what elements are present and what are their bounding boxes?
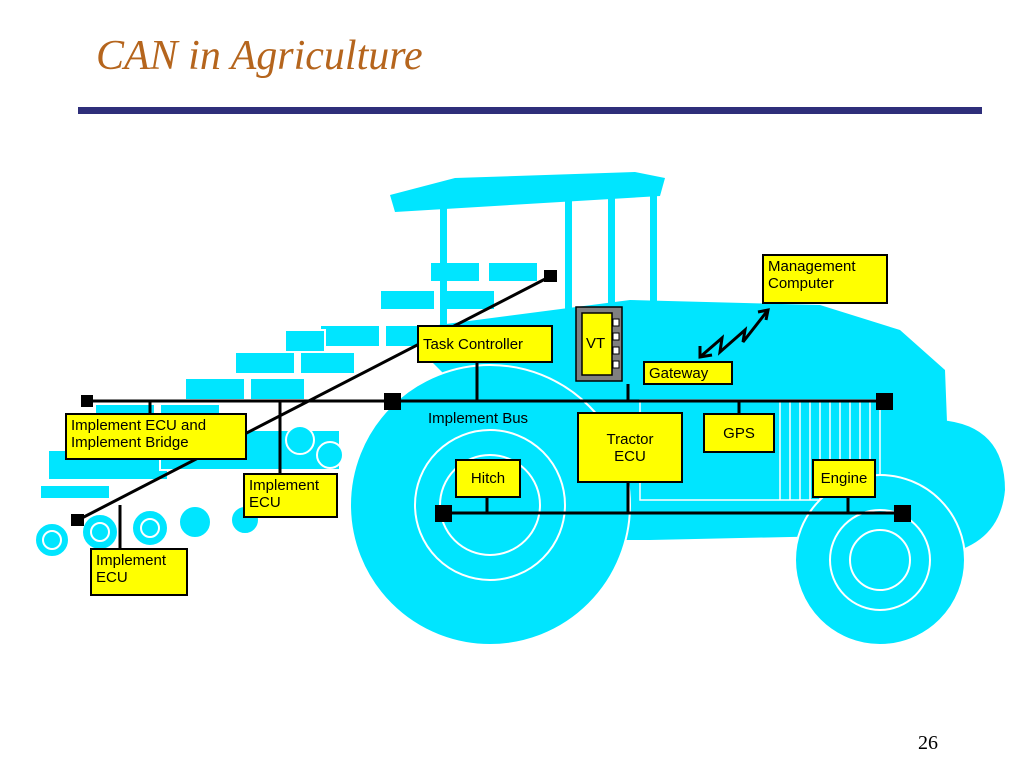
- vt-label: VT: [586, 335, 606, 352]
- node-engine: Engine: [812, 459, 876, 498]
- node-tractor-ecu: Tractor ECU: [577, 412, 683, 483]
- node-implement-ecu-and-bridge-line2: Implement Bridge: [71, 434, 189, 451]
- implement-bus-label: Implement Bus: [428, 410, 529, 427]
- front-wheel: [794, 474, 966, 646]
- node-implement-ecu-2-line1: Implement: [96, 552, 167, 569]
- node-hitch: Hitch: [455, 459, 521, 498]
- node-management-computer-line2: Computer: [768, 275, 834, 292]
- can-bus-lines: [77, 274, 902, 548]
- virtual-terminal-device: [575, 306, 623, 382]
- node-task-controller: Task Controller: [417, 325, 553, 363]
- node-management-computer: Management Computer: [762, 254, 888, 304]
- node-gps: GPS: [703, 413, 775, 453]
- page-number: 26: [918, 732, 938, 754]
- node-implement-ecu-2-line2: ECU: [96, 569, 128, 586]
- node-tractor-ecu-line2: ECU: [614, 447, 646, 465]
- bus-terminators: [71, 270, 911, 526]
- node-implement-ecu-1: Implement ECU: [243, 473, 338, 518]
- wireless-link: [698, 308, 770, 359]
- node-implement-ecu-and-bridge: Implement ECU and Implement Bridge: [65, 413, 247, 460]
- node-implement-ecu-1-line1: Implement: [249, 477, 320, 494]
- slide-title: CAN in Agriculture: [96, 33, 423, 79]
- tractor-canopy: [390, 172, 665, 335]
- node-implement-ecu-and-bridge-line1: Implement ECU and: [71, 417, 207, 434]
- rear-wheel: [349, 364, 631, 646]
- node-implement-ecu-1-line2: ECU: [249, 494, 281, 511]
- node-gateway: Gateway: [643, 361, 733, 385]
- title-underline: [78, 107, 982, 114]
- node-implement-ecu-2: Implement ECU: [90, 548, 188, 596]
- node-management-computer-line1: Management: [768, 258, 856, 275]
- node-tractor-ecu-line1: Tractor: [606, 430, 654, 448]
